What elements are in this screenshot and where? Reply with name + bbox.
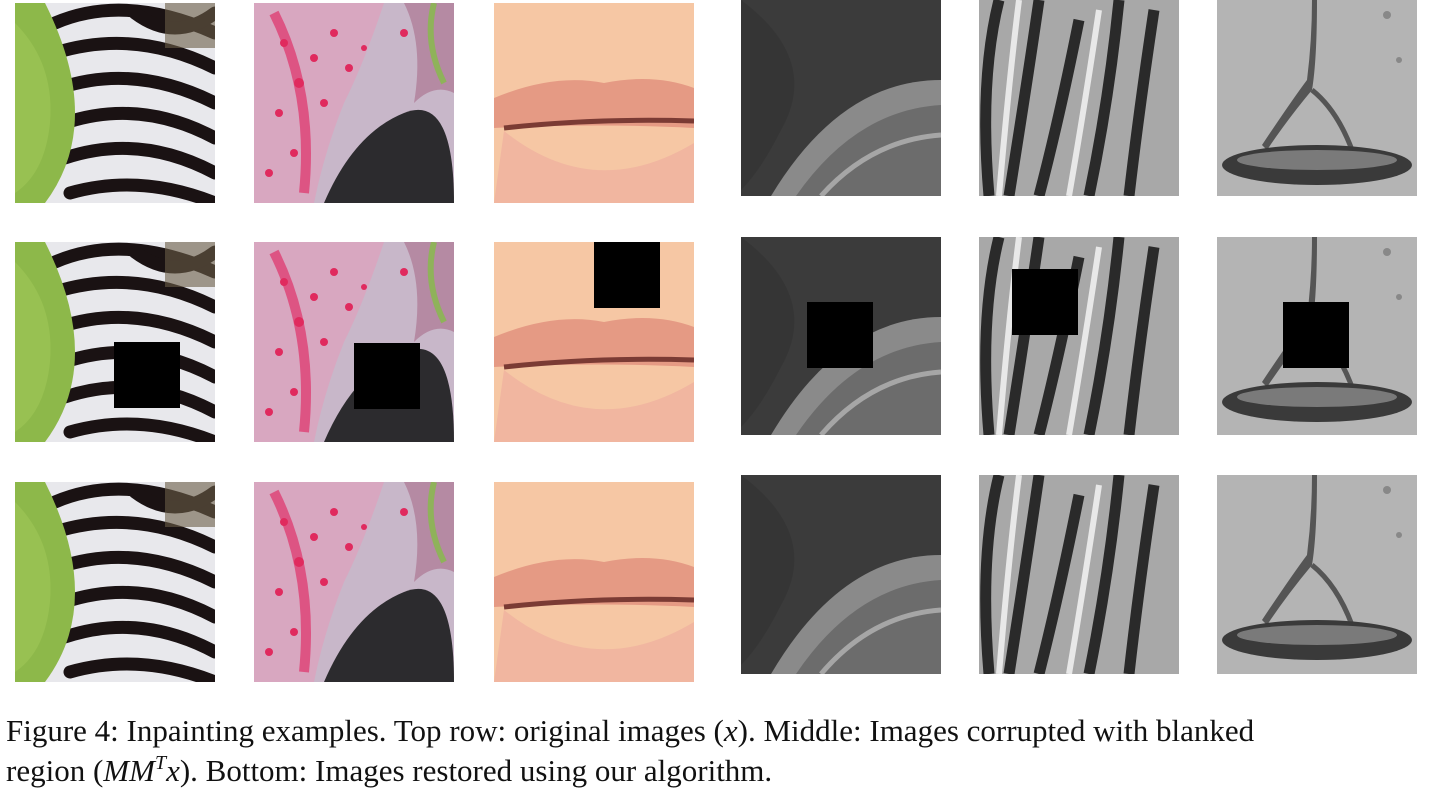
zebra-original	[15, 3, 215, 203]
caption-math-x: x	[723, 713, 738, 748]
splash-original	[1217, 0, 1417, 196]
caption-math-transpose: T	[154, 752, 167, 774]
lips-corrupted	[494, 242, 694, 442]
splash-corrupted	[1217, 237, 1417, 435]
blanked-region	[1012, 269, 1078, 335]
lily-original	[254, 3, 454, 203]
caption-math-x2: x	[166, 753, 180, 788]
caption-text-2: ). Middle: Images corrupted with blanked	[737, 713, 1255, 748]
blanked-region	[114, 342, 180, 408]
blanked-region	[1283, 302, 1349, 368]
zebra-restored	[15, 482, 215, 682]
edge-restored	[741, 475, 941, 674]
blanked-region	[594, 242, 660, 308]
tiger-corrupted	[979, 237, 1179, 435]
lips-restored	[494, 482, 694, 682]
caption-text-1: Figure 4: Inpainting examples. Top row: …	[6, 713, 724, 748]
figure-caption: Figure 4: Inpainting examples. Top row: …	[6, 711, 1431, 791]
edge-corrupted	[741, 237, 941, 435]
splash-restored	[1217, 475, 1417, 674]
zebra-corrupted	[15, 242, 215, 442]
blanked-region	[354, 343, 420, 409]
lily-restored	[254, 482, 454, 682]
tiger-original	[979, 0, 1179, 196]
lily-corrupted	[254, 242, 454, 442]
blanked-region	[807, 302, 873, 368]
lips-original	[494, 3, 694, 203]
caption-text-4: ). Bottom: Images restored using our alg…	[179, 753, 773, 788]
caption-text-3: region (	[6, 753, 104, 788]
caption-math-mm: MM	[103, 753, 155, 788]
edge-original	[741, 0, 941, 196]
image-grid	[15, 0, 1417, 682]
tiger-restored	[979, 475, 1179, 674]
